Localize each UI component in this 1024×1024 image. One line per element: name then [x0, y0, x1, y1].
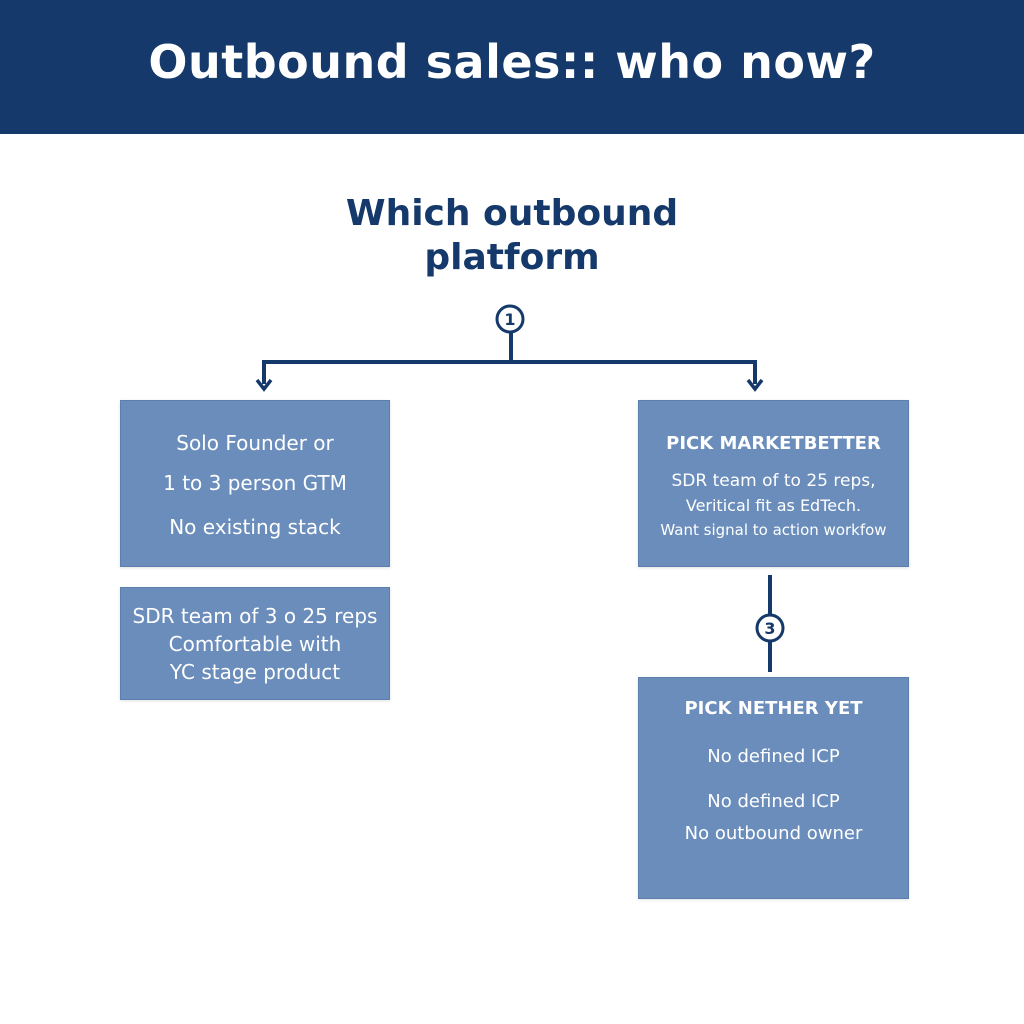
pick-marketbetter-box: PICK MARKETBETTER SDR team of to 25 reps…: [638, 400, 909, 567]
pick-neither-line-3: No outbound owner: [684, 823, 863, 844]
right-arrowhead: [746, 378, 764, 392]
step-3-marker: [755, 613, 785, 643]
small-sdr-team-line-1: SDR team of 3 o 25 reps: [132, 604, 378, 628]
solo-founder-line-1: Solo Founder or: [176, 431, 334, 455]
pick-neither-line-2: No defined ICP: [707, 791, 840, 812]
root-question-line-2: platform: [424, 237, 600, 278]
root-question-line-1: Which outbound: [345, 193, 679, 234]
pick-marketbetter-line-3: Want signal to action workfow: [660, 521, 887, 539]
pick-neither-line-1: No defined ICP: [707, 746, 840, 767]
step-3-label: 3: [764, 619, 775, 638]
pick-neither-heading: PICK NETHER YET: [684, 698, 863, 719]
small-sdr-team-box: SDR team of 3 o 25 reps Comfortable with…: [120, 587, 390, 700]
root-question: Which outbound platform: [262, 192, 762, 280]
pick-marketbetter-heading: PICK MARKETBETTER: [666, 433, 881, 454]
solo-founder-line-3: No existing stack: [169, 515, 341, 539]
pick-marketbetter-line-1: SDR team of to 25 reps,: [671, 471, 876, 491]
page-title: Outbound sales:: who now?: [148, 35, 876, 89]
solo-founder-line-2: 1 to 3 person GTM: [163, 471, 347, 495]
pick-neither-box: PICK NETHER YET No defined ICP No define…: [638, 677, 909, 899]
left-arrowhead: [255, 378, 273, 392]
step-1-marker: [495, 304, 525, 334]
step-1-label: 1: [504, 310, 515, 329]
small-sdr-team-line-2: Comfortable with: [168, 632, 342, 656]
solo-founder-box: Solo Founder or 1 to 3 person GTM No exi…: [120, 400, 390, 567]
pick-marketbetter-line-2: Veritical fit as EdTech.: [685, 496, 862, 515]
title-banner: Outbound sales:: who now?: [0, 0, 1024, 134]
small-sdr-team-line-3: YC stage product: [169, 660, 341, 684]
